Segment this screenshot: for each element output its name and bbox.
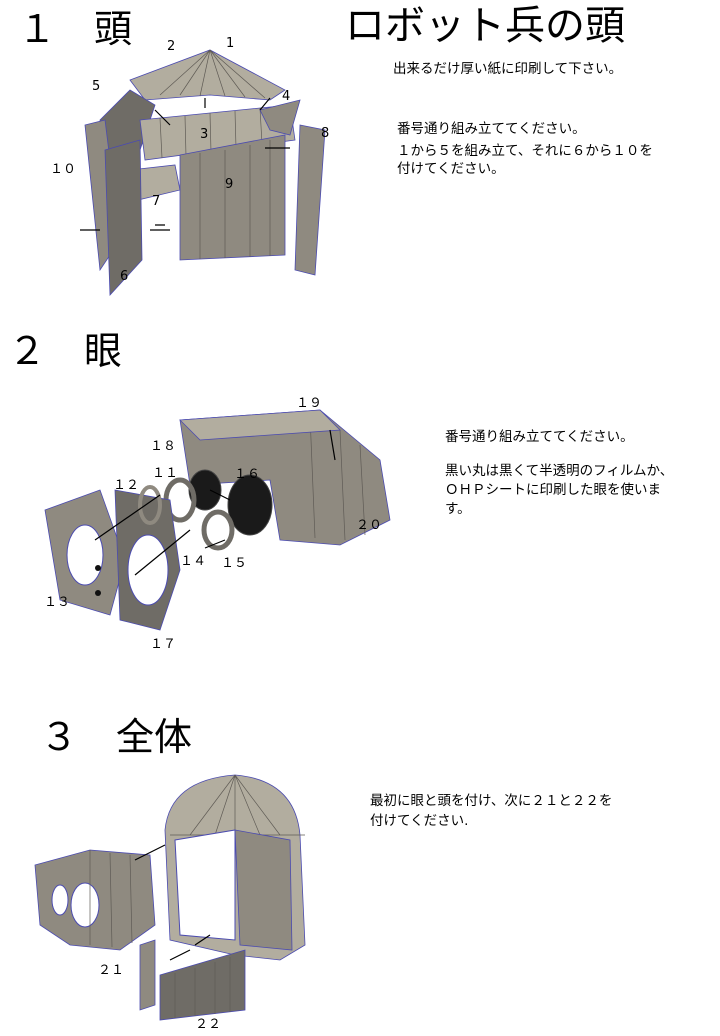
eye-parts-diagram [44, 409, 391, 631]
part-label-16: １６ [234, 467, 261, 482]
section-3-note-attach: 最初に眼と頭を付け、次に２１と２２を [370, 793, 613, 809]
section-1-note-order: 番号通り組み立ててください。 [397, 121, 586, 137]
part-label-17: １７ [150, 637, 177, 652]
page-title: ロボット兵の頭 [345, 3, 625, 49]
part-label-7: 7 [152, 194, 161, 209]
part-label-19: １９ [296, 396, 323, 411]
section-2-note-lens-end: す。 [445, 501, 471, 517]
part-label-11: １１ [152, 466, 179, 481]
part-label-12: １２ [113, 478, 140, 493]
part-label-8: 8 [321, 126, 330, 141]
section-2-note-lens: 黒い丸は黒くて半透明のフィルムか、 [445, 463, 674, 479]
part-label-9: 9 [225, 177, 234, 192]
part-label-10: １０ [50, 162, 77, 177]
part-label-20: ２０ [356, 518, 383, 533]
part-label-14: １４ [180, 554, 207, 569]
part-label-4: 4 [282, 89, 291, 104]
section-2-note-lens-cont: ＯＨＰシートに印刷した眼を使いま [445, 482, 661, 498]
part-label-2: 2 [167, 39, 176, 54]
section-3-note-attach-cont: 付けてください. [370, 813, 469, 829]
section-2-note-order: 番号通り組み立ててください。 [445, 429, 634, 445]
part-label-1: 1 [226, 36, 235, 51]
section-1-note-print: 出来るだけ厚い紙に印刷して下さい。 [393, 61, 623, 77]
section-3-heading: ３ 全体 [40, 715, 193, 759]
part-label-3: 3 [200, 127, 209, 142]
section-1-heading: １ 頭 [18, 7, 133, 51]
full-assembly-diagram [34, 774, 306, 1021]
section-1-note-assembly: １から５を組み立て、それに６から１０を [397, 143, 653, 159]
part-label-21: ２１ [98, 963, 125, 978]
part-label-13: １３ [44, 595, 71, 610]
section-1-note-assembly-cont: 付けてください。 [397, 161, 505, 177]
part-label-6: 6 [120, 269, 129, 284]
part-label-15: １５ [221, 556, 248, 571]
section-2-heading: ２ 眼 [8, 329, 123, 373]
part-label-18: １８ [150, 439, 177, 454]
head-parts-diagram [80, 49, 326, 296]
part-label-5: 5 [92, 79, 101, 94]
part-label-22: ２２ [195, 1017, 222, 1032]
